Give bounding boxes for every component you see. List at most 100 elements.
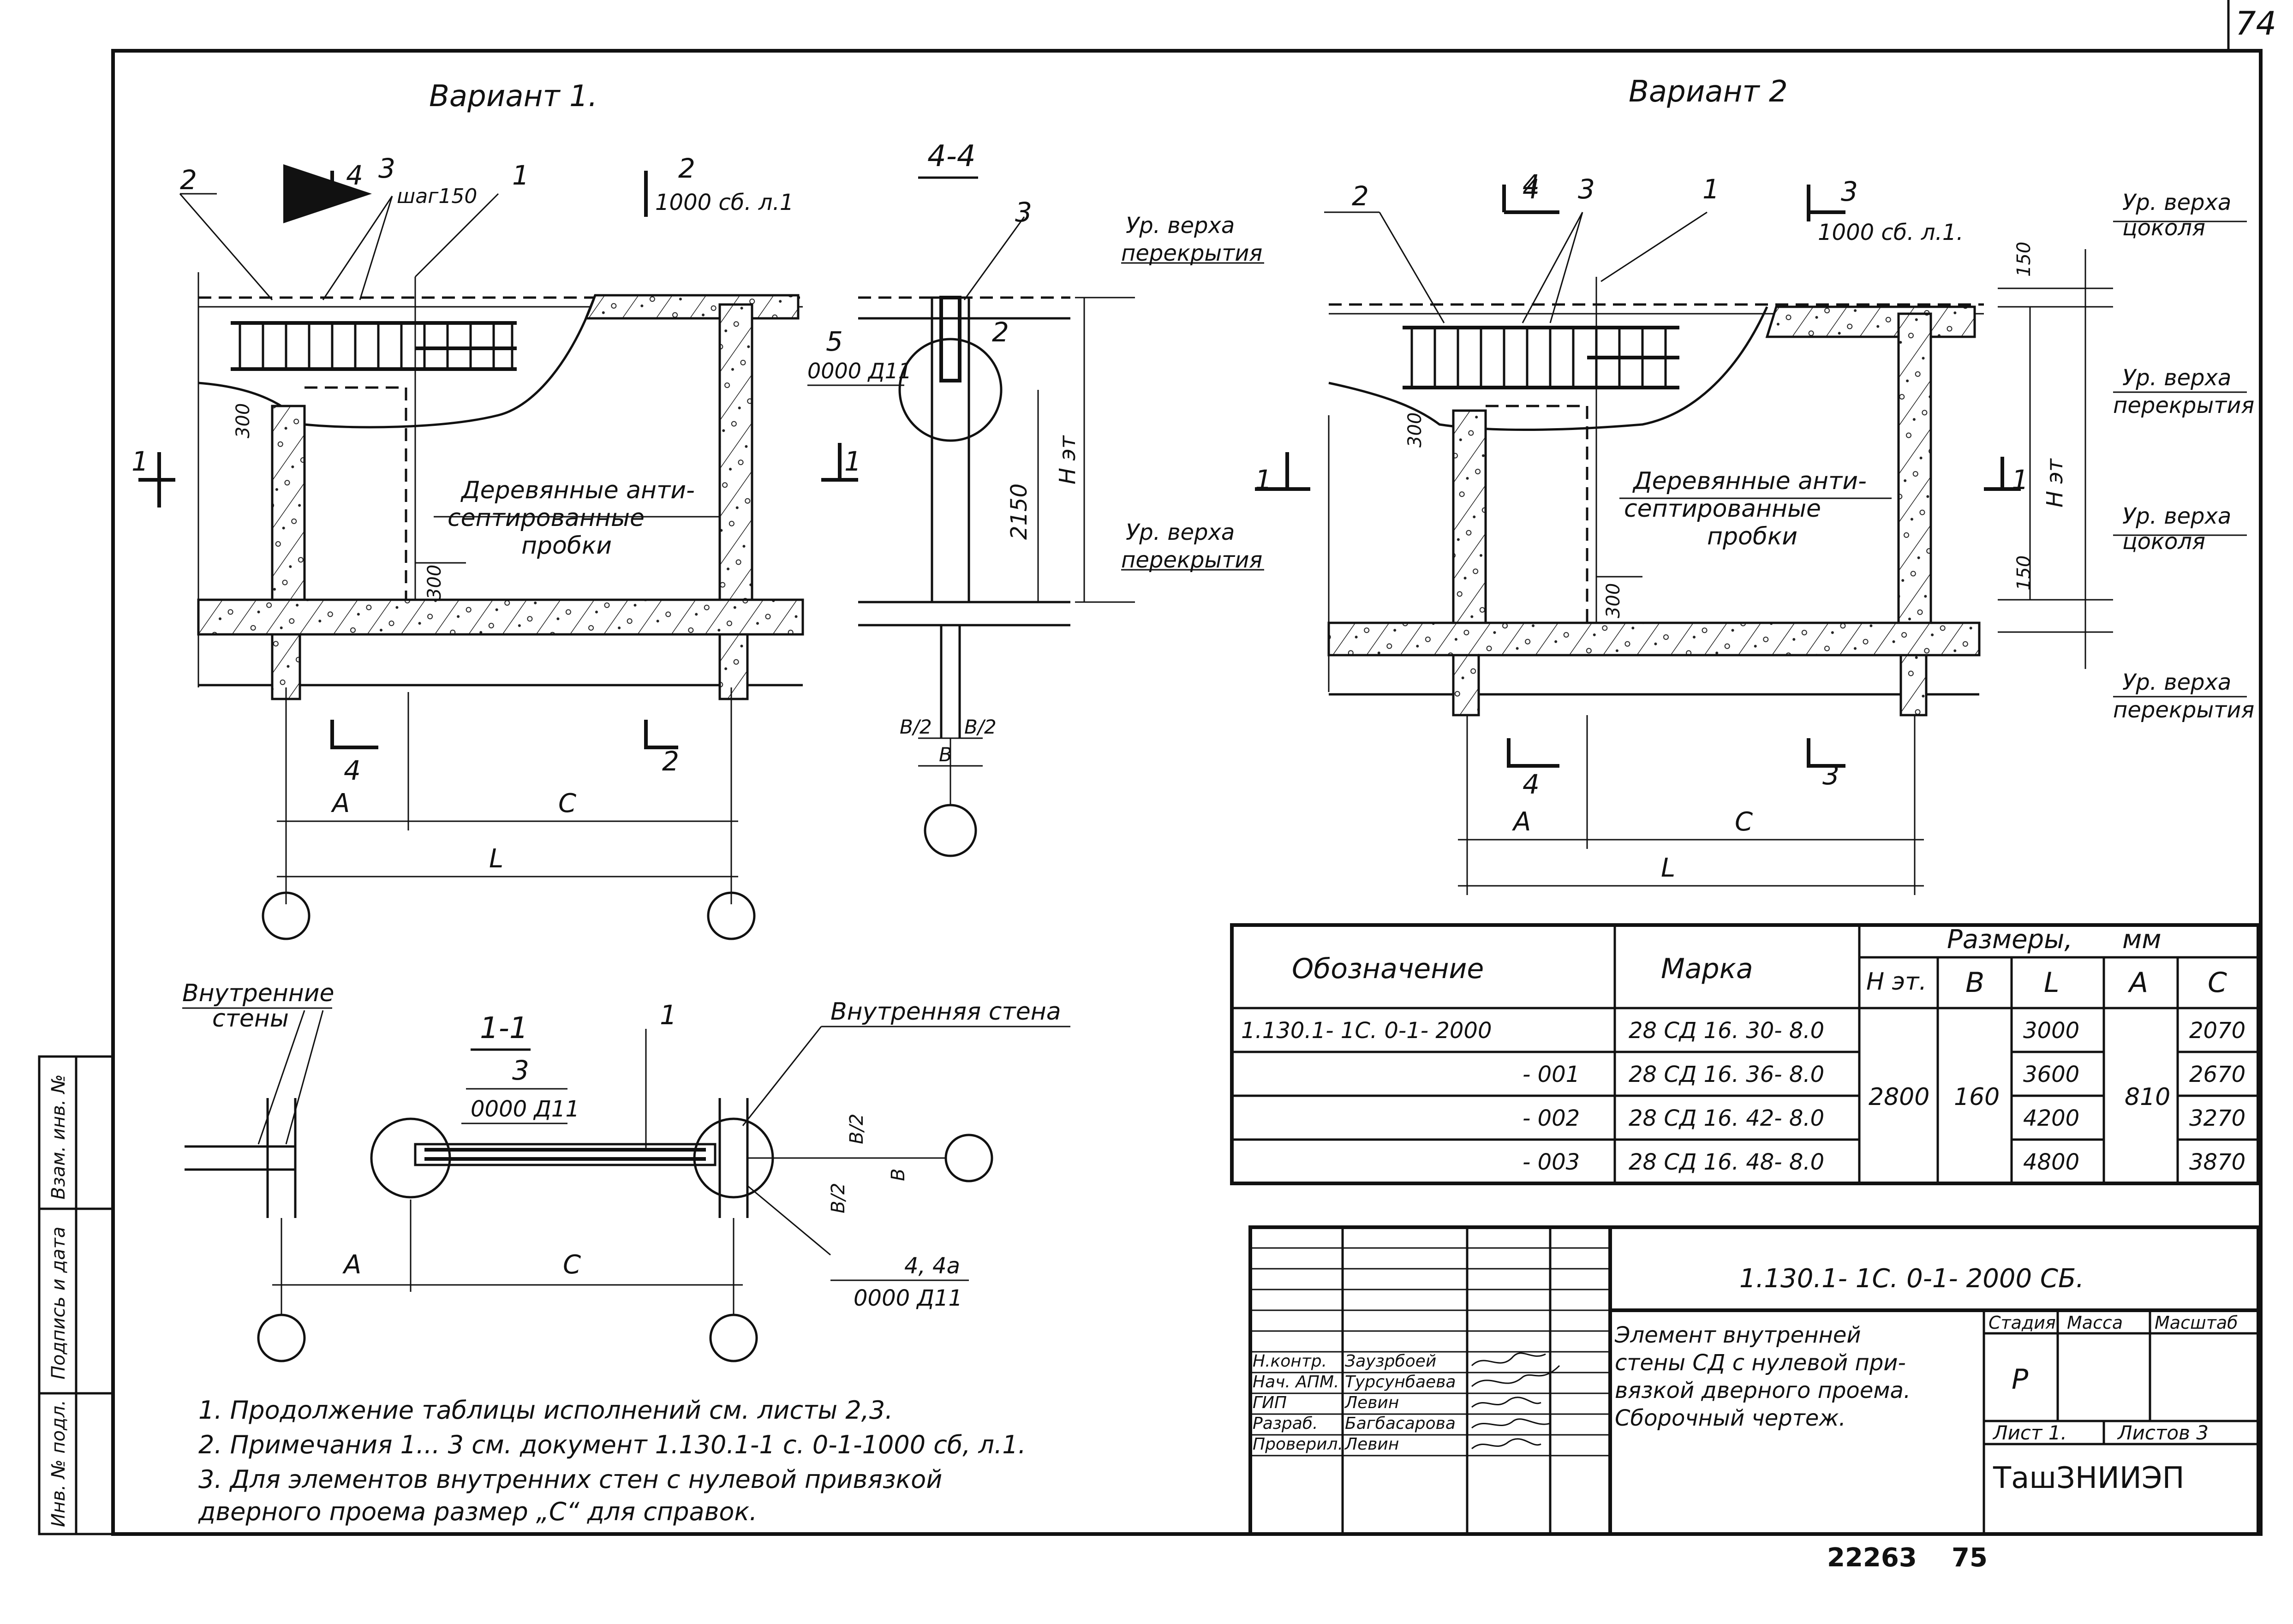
row2-mark: 28 СД 16. 36- 8.0	[1629, 1062, 1824, 1087]
col-a: A	[2127, 967, 2148, 999]
mass-label: Масса	[2067, 1313, 2123, 1333]
b-value: 160	[1954, 1083, 2000, 1111]
v2-mark-3-bottom: 3	[1822, 759, 1839, 791]
s44-dim-B: B	[939, 743, 952, 766]
v2-callout-2: 2	[1352, 180, 1369, 212]
note-1: 1. Продолжение таблицы исполнений см. ли…	[198, 1396, 893, 1425]
v1-note-line1: Деревянные анти-	[460, 477, 695, 504]
s44-level-top-1: Ур. верха	[1126, 213, 1235, 239]
sheet-label: Лист 1.	[1992, 1421, 2067, 1444]
v1-dim-C: C	[558, 788, 576, 818]
row3-l: 4200	[2023, 1105, 2079, 1131]
v2-note-line3: пробки	[1707, 523, 1797, 550]
org-name: ТашЗНИИЭП	[1993, 1461, 2185, 1495]
role-2: Нач. АПМ.	[1253, 1373, 1339, 1391]
signature-scribbles	[1471, 1352, 1560, 1450]
col-designation: Обозначение	[1292, 953, 1484, 985]
v2-mark-1-right: 1	[2012, 464, 2029, 496]
v2-level-4-l2: перекрытия	[2113, 697, 2254, 723]
v2-dim-A: A	[1512, 807, 1531, 837]
role-1: Н.контр.	[1253, 1352, 1327, 1371]
v1-dim-300-a: 300	[233, 403, 254, 438]
row1-mark: 28 СД 16. 30- 8.0	[1629, 1018, 1824, 1044]
v2-level-4-l1: Ур. верха	[2122, 669, 2231, 695]
side-stamp: Взам. инв. № Подпись и дата Инв. № подл.	[38, 1055, 114, 1535]
name-1: Заузрбоей	[1345, 1352, 1436, 1371]
doc-code: 1.130.1- 1С. 0-1- 2000 СБ.	[1739, 1264, 2084, 1294]
row2-designation: - 001	[1523, 1062, 1580, 1087]
title-line1: Элемент внутренней	[1614, 1322, 1861, 1348]
v2-mark-1-left: 1	[1255, 464, 1272, 496]
footer-number: 22263	[1827, 1543, 1917, 1573]
v2-dim-300-a: 300	[1404, 412, 1426, 448]
s44-callout-2: 2	[992, 316, 1009, 348]
s11-dim-B2b: B/2	[828, 1183, 849, 1213]
stamp-inv-orig: Инв. № подл.	[48, 1400, 69, 1527]
v2-ref-note: 1000 сб. л.1.	[1818, 220, 1964, 245]
row4-designation: - 003	[1523, 1149, 1580, 1175]
s11-node-ref: 0000 Д11	[471, 1096, 579, 1122]
v2-mark-3-top: 3	[1841, 176, 1858, 207]
note-4: дверного проема размер „С“ для справок.	[198, 1497, 757, 1526]
table-row: - 001 28 СД 16. 36- 8.0 3600 2670	[1523, 1062, 2245, 1087]
s44-dim-Het: H эт	[1055, 435, 1081, 484]
row3-designation: - 002	[1523, 1105, 1580, 1131]
variant1-rebar	[231, 277, 517, 600]
table-row: - 003 28 СД 16. 48- 8.0 4800 3870	[1523, 1149, 2245, 1175]
variant1-view: Вариант 1.	[131, 79, 861, 940]
name-2: Турсунбаева	[1345, 1373, 1456, 1391]
stamp-sign-date: Подпись и дата	[48, 1227, 69, 1379]
v2-note-line1: Деревянные анти-	[1632, 467, 1867, 495]
row1-l: 3000	[2023, 1018, 2079, 1044]
v2-mark-4-bottom: 4	[1523, 769, 1540, 800]
s11-inner-wall: Внутренняя стена	[830, 998, 1061, 1026]
stage-label: Стадия	[1988, 1313, 2056, 1333]
s44-dim-B2b: B/2	[964, 716, 997, 738]
sheet-frame	[111, 49, 2263, 1536]
v2-level-1-l2: цоколя	[2122, 215, 2205, 241]
v1-mark-1-right: 1	[844, 446, 861, 477]
col-sizes: Размеры,	[1947, 925, 2072, 955]
v2-dim-L: L	[1661, 853, 1675, 883]
col-mark: Марка	[1661, 953, 1753, 985]
s11-title: 1-1	[480, 1011, 528, 1045]
footer-page: 75	[1952, 1543, 1988, 1573]
title-line2: стены СД с нулевой при-	[1615, 1350, 1906, 1376]
s44-dim-2150: 2150	[1006, 484, 1032, 540]
role-4: Разраб.	[1253, 1414, 1318, 1433]
s11-node-ref2-2: 0000 Д11	[854, 1285, 962, 1311]
s11-callout-3: 3	[512, 1055, 529, 1086]
s11-dim-B2a: B/2	[846, 1114, 867, 1144]
v2-callout-1: 1	[1702, 173, 1720, 205]
stamp-inv-dupl: Взам. инв. №	[48, 1074, 69, 1200]
s11-dim-B: B	[888, 1169, 909, 1181]
v1-mark-2-bottom: 2	[662, 746, 679, 777]
role-3: ГИП	[1253, 1393, 1287, 1412]
v1-dim-L: L	[489, 844, 503, 874]
table-row: - 002 28 СД 16. 42- 8.0 4200 3270	[1523, 1105, 2245, 1131]
title-line4: Сборочный чертеж.	[1615, 1405, 1846, 1431]
name-3: Левин	[1344, 1393, 1399, 1412]
row1-c: 2070	[2189, 1018, 2245, 1044]
s44-callout-3: 3	[1015, 197, 1032, 228]
v1-ref-note: 1000 сб. л.1	[655, 190, 794, 215]
col-l: L	[2044, 967, 2059, 999]
col-b: B	[1965, 967, 1984, 999]
s44-callout-5: 5	[826, 326, 843, 357]
row4-c: 3870	[2189, 1149, 2245, 1175]
v1-dim-A: A	[331, 788, 350, 818]
role-5: Проверил.	[1253, 1435, 1343, 1454]
s44-level-top-2: перекрытия	[1121, 240, 1262, 266]
v1-callout-3: 3	[378, 153, 395, 184]
variant2-title: Вариант 2	[1629, 75, 1788, 109]
s11-dim-C: C	[563, 1250, 581, 1280]
row3-c: 3270	[2189, 1105, 2245, 1131]
s44-level-bot-1: Ур. верха	[1126, 519, 1235, 545]
row4-l: 4800	[2023, 1149, 2079, 1175]
v2-dim-150-b: 150	[2013, 555, 2035, 591]
s11-inner-walls-1: Внутренние	[182, 979, 334, 1007]
v2-level-3-l1: Ур. верха	[2122, 503, 2231, 529]
note-2: 2. Примечания 1... 3 см. документ 1.130.…	[198, 1430, 1026, 1459]
v2-note-line2: септированные	[1624, 495, 1821, 523]
v2-level-2-l1: Ур. верха	[2122, 365, 2231, 391]
